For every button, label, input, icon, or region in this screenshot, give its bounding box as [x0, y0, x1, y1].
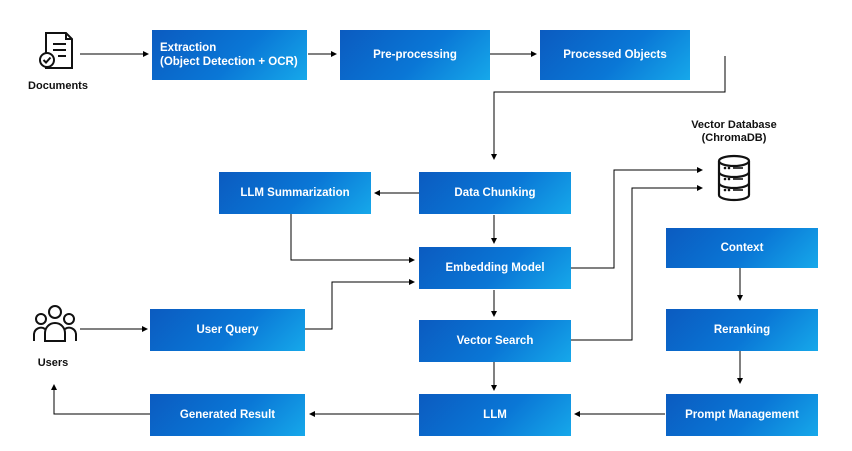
llm-node: LLM [419, 394, 571, 436]
arrow-processed-to-chunking [491, 56, 726, 160]
vector-database-label: Vector Database (ChromaDB) [672, 119, 796, 145]
context-node: Context [666, 228, 818, 268]
extraction-title: Extraction [160, 42, 217, 54]
arrow-embedding-to-vectordb [571, 167, 703, 269]
llm-summarization-node: LLM Summarization [219, 172, 371, 214]
database-icon [717, 154, 751, 202]
embedding-model-node: Embedding Model [419, 247, 571, 289]
reranking-node: Reranking [666, 309, 818, 351]
vector-search-node: Vector Search [419, 320, 571, 362]
user-query-node: User Query [150, 309, 305, 351]
documents-label: Documents [28, 80, 88, 92]
extraction-node: Extraction (Object Detection + OCR) [152, 30, 307, 80]
prompt-management-node: Prompt Management [666, 394, 818, 436]
users-label: Users [37, 357, 69, 369]
document-check-icon [39, 32, 73, 69]
users-group-icon [33, 305, 77, 342]
arrow-userquery-to-embedding [305, 279, 415, 330]
generated-result-node: Generated Result [150, 394, 305, 436]
preprocessing-node: Pre-processing [340, 30, 490, 80]
arrow-result-to-users [51, 384, 150, 415]
arrow-summarization-to-embedding [290, 213, 415, 263]
processed-objects-node: Processed Objects [540, 30, 690, 80]
extraction-subtitle: (Object Detection + OCR) [160, 56, 298, 68]
vector-database-title: Vector Database [691, 119, 777, 131]
vector-database-subtitle: (ChromaDB) [701, 132, 767, 144]
data-chunking-node: Data Chunking [419, 172, 571, 214]
arrow-vectorsearch-to-vectordb [571, 185, 703, 341]
